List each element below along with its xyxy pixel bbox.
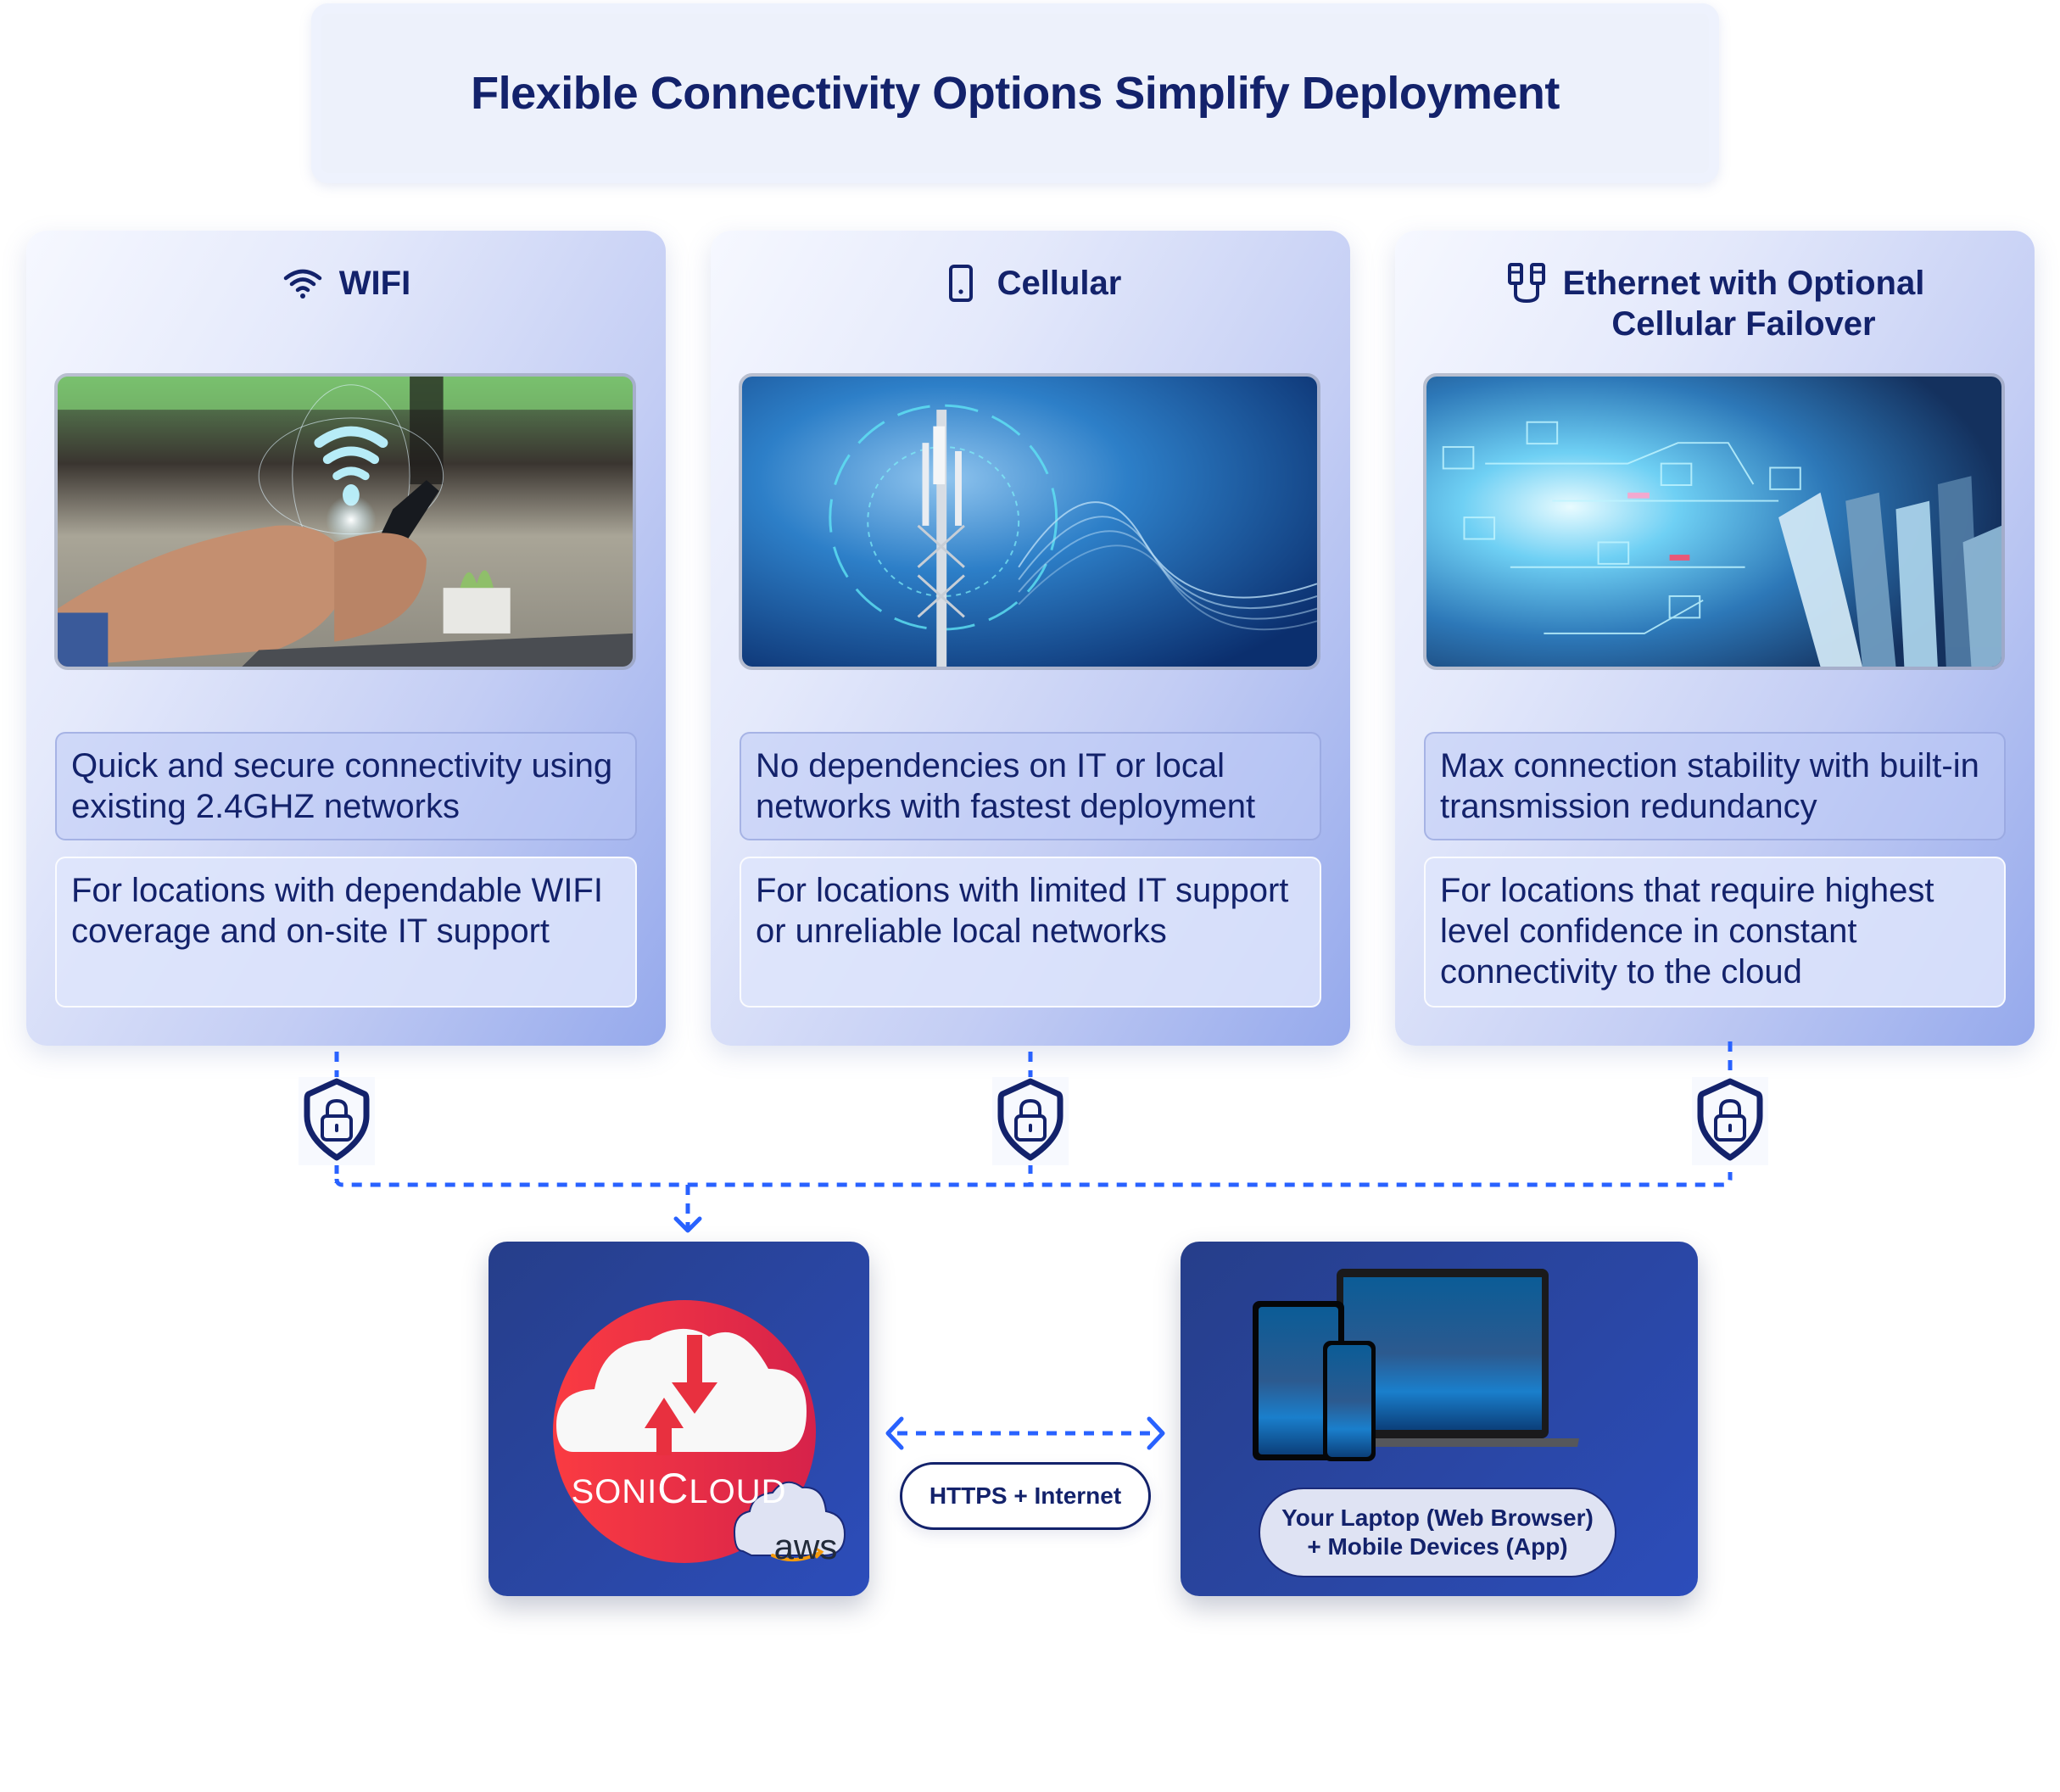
devices-label-line-1: Your Laptop (Web Browser) [1281, 1504, 1594, 1531]
card-cellular: Cellular No dependencies on IT or local … [711, 231, 1350, 1046]
tablet-icon [1253, 1301, 1344, 1460]
aws-logo: aws [773, 1527, 838, 1566]
title-banner: Flexible Connectivity Options Simplify D… [311, 3, 1719, 183]
card-title-line-1: Ethernet with Optional [1562, 265, 1925, 302]
ethernet-photo [1423, 373, 2005, 670]
brand-text-small: SONI [571, 1473, 658, 1510]
wifi-icon [282, 263, 324, 304]
brand-text-rest: LOUD [689, 1473, 787, 1510]
laptop-icon [1325, 1269, 1579, 1447]
ethernet-cable-icon [1505, 263, 1548, 304]
benefit-box: Max connection stability with built-in t… [1424, 732, 2006, 840]
sonicloud-logo [553, 1300, 846, 1563]
benefit-box: No dependencies on IT or local networks … [740, 732, 1321, 840]
devices-box: Your Laptop (Web Browser) + Mobile Devic… [1181, 1242, 1698, 1596]
use-case-box: For locations that require highest level… [1424, 857, 2006, 1008]
use-case-box: For locations with dependable WIFI cover… [55, 857, 637, 1008]
brand-wordmark: SONICLOUD [488, 1464, 869, 1513]
https-internet-label: HTTPS + Internet [900, 1462, 1151, 1530]
arrow-right-icon [1147, 1416, 1165, 1450]
shield-lock-icon [992, 1077, 1069, 1165]
card-wifi: WIFI [26, 231, 666, 1046]
cellular-photo [739, 373, 1320, 670]
connector-horizontal [334, 1178, 1733, 1187]
card-ethernet: Ethernet with Optional Cellular Failover [1395, 231, 2035, 1046]
devices-label-line-2: + Mobile Devices (App) [1307, 1533, 1568, 1560]
shield-lock-icon [299, 1077, 375, 1165]
sonicloud-box: SONICLOUD aws [488, 1242, 869, 1596]
wifi-photo [54, 373, 636, 670]
devices-illustration [1253, 1269, 1579, 1461]
use-case-box: For locations with limited IT support or… [740, 857, 1321, 1008]
card-title: Ethernet with Optional Cellular Failover [1563, 263, 1925, 344]
card-header: WIFI [26, 263, 666, 304]
card-title: WIFI [338, 265, 411, 302]
arrow-down-icon [673, 1216, 702, 1233]
page-title: Flexible Connectivity Options Simplify D… [471, 68, 1560, 119]
card-header: Ethernet with Optional Cellular Failover [1395, 263, 2035, 344]
shield-lock-icon [1692, 1077, 1768, 1165]
card-title-line-2: Cellular Failover [1611, 305, 1876, 343]
phone-icon [1323, 1341, 1376, 1461]
card-title: Cellular [997, 265, 1122, 302]
brand-text-big: C [657, 1465, 689, 1512]
devices-label: Your Laptop (Web Browser) + Mobile Devic… [1259, 1488, 1616, 1577]
benefit-box: Quick and secure connectivity using exis… [55, 732, 637, 840]
arrow-left-icon [885, 1416, 904, 1450]
card-header: Cellular [711, 263, 1350, 304]
mobile-phone-icon [940, 263, 982, 304]
